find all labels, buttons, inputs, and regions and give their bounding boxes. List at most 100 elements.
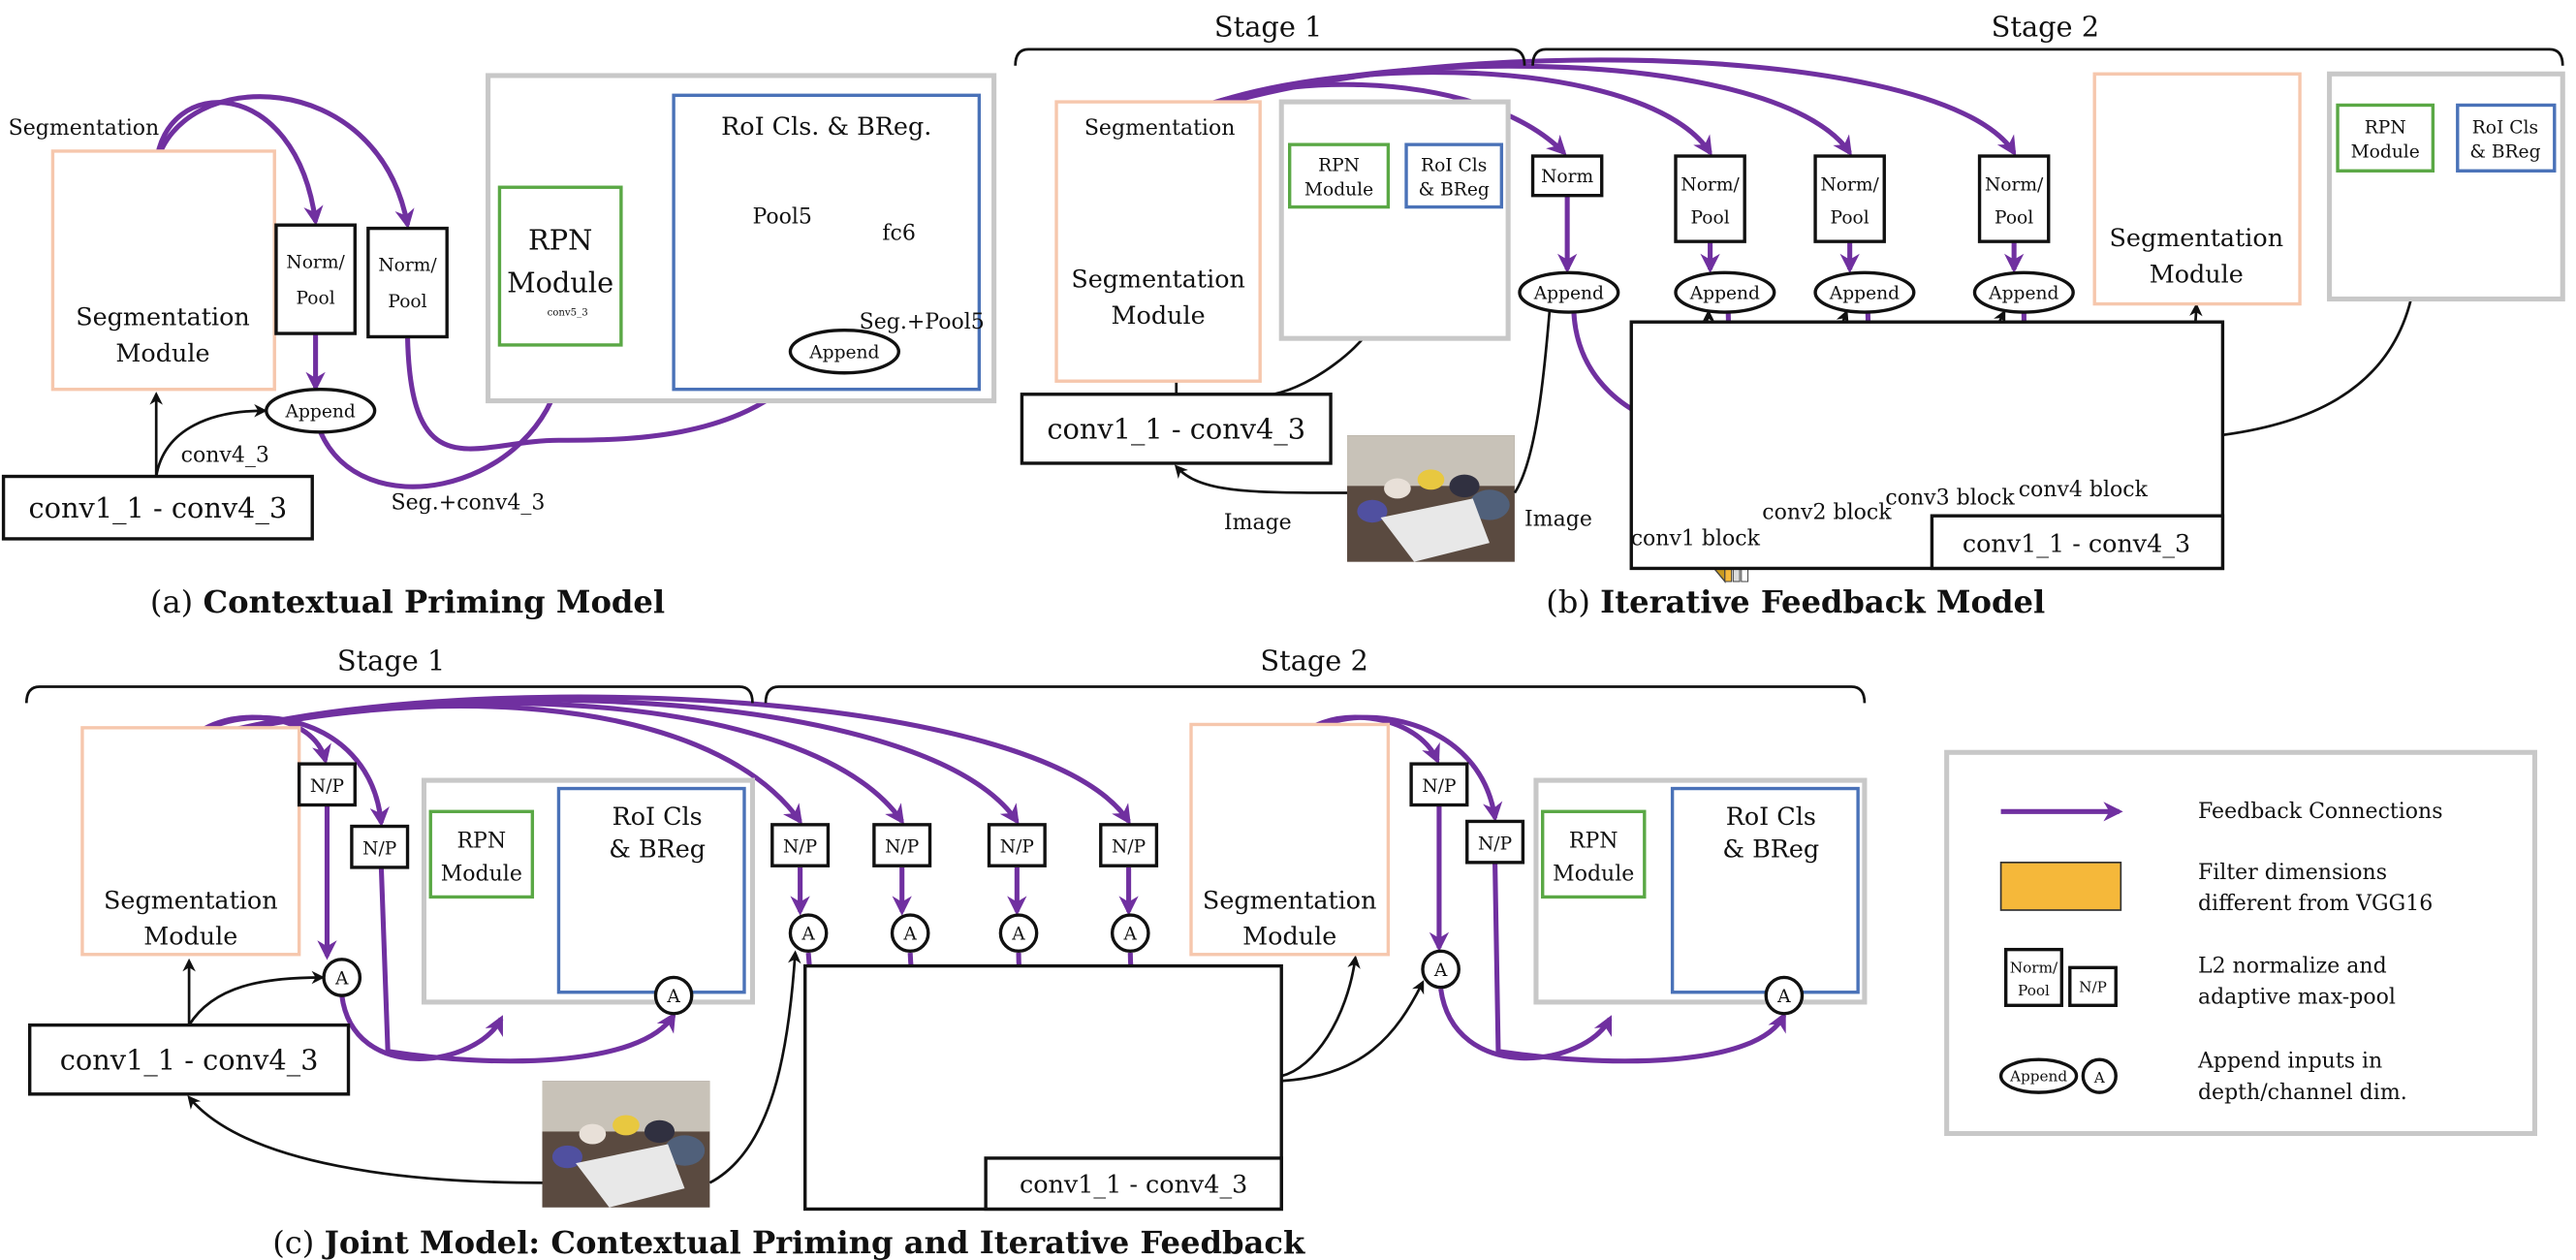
roi-head-box: [2456, 103, 2557, 173]
stage1-label: Stage 1: [1214, 10, 1322, 43]
arrow: [187, 970, 326, 1026]
seg-module-label: Segmentation: [2110, 223, 2284, 252]
seg-module-label: Module: [115, 338, 209, 367]
norm-box: [1530, 154, 1604, 198]
image-label: Image: [1224, 511, 1292, 535]
norm-pool-box: [274, 223, 357, 335]
caption-c: (c) Joint Model: Contextual Priming and …: [272, 1224, 1305, 1260]
roi-label: RoI Cls: [1726, 802, 1816, 831]
append-icon-label: Append: [2009, 1067, 2067, 1085]
block-label: conv2 block: [1762, 501, 1892, 525]
image-label: Image: [1524, 507, 1592, 531]
rpn-label: RPN: [1569, 830, 1618, 854]
append-label: Append: [285, 402, 356, 423]
norm-label: Norm: [1541, 167, 1593, 187]
arrow: [1281, 980, 1425, 1083]
norm-label: Norm/: [1681, 175, 1740, 196]
block-label: conv1 block: [1631, 527, 1761, 551]
rpn-label: RPN: [1318, 155, 1360, 175]
append-label: Append: [1689, 283, 1760, 303]
norm-icon-label: Norm/: [2010, 959, 2058, 976]
conv-backbone-label: conv1_1 - conv4_3: [1020, 1170, 1247, 1200]
np-box: [770, 823, 831, 867]
a-label: A: [902, 924, 917, 944]
stage1-brace: [24, 685, 754, 704]
append-node: [1972, 270, 2075, 314]
seg-module-label: Segmentation: [76, 302, 250, 331]
feedback-arrow: [153, 100, 324, 226]
feedback-arrow: [1492, 862, 1787, 1064]
photo-person: [613, 1115, 640, 1136]
legend-append: Append inputs in: [2197, 1050, 2382, 1074]
norm-pool-box: [1977, 154, 2051, 243]
rpn-module-box: [428, 809, 535, 899]
np-label: N/P: [1478, 834, 1512, 854]
rpn-module-box: [2336, 103, 2435, 173]
fc6-label: fc6: [882, 221, 915, 245]
block-label: conv4 block: [2019, 478, 2149, 502]
np-box: [297, 762, 357, 807]
feedback-arrow: [1148, 57, 2017, 157]
a-icon: [2081, 1057, 2118, 1094]
norm-label: Norm/: [286, 252, 345, 272]
feedback-arrow: [318, 377, 564, 489]
np-icon-label: N/P: [2079, 979, 2107, 996]
detector-container: [1278, 99, 1511, 341]
roi-label: & BReg: [609, 835, 706, 864]
pool-label: Pool: [1995, 208, 2033, 229]
input-image: [542, 1081, 710, 1208]
segmentation-module-box: [50, 149, 276, 392]
roi-label: & BReg: [2469, 142, 2540, 163]
segmentation-module-box: [1054, 100, 1262, 383]
conv-backbone-label: conv1_1 - conv4_3: [1047, 413, 1305, 446]
block-label: conv3 block: [1885, 486, 2015, 510]
append-label: Append: [1829, 283, 1900, 303]
a-label: A: [1776, 987, 1791, 1007]
a-icon-label: A: [2093, 1069, 2106, 1087]
filter-swatch: [1999, 861, 2122, 911]
conv-backbone-box: [28, 1023, 351, 1096]
caption-b: (b) Iterative Feedback Model: [1546, 583, 2045, 620]
norm-pool-box: [366, 226, 449, 339]
np-box: [987, 823, 1047, 867]
stage1-brace: [1014, 47, 1526, 66]
conv-backbone-box: [1, 474, 314, 541]
rpn-module-box: [1541, 809, 1647, 899]
np-label: N/P: [1112, 837, 1146, 858]
a-label: A: [334, 968, 349, 989]
pool-label: Pool: [297, 289, 335, 309]
append-node: [265, 388, 377, 434]
conv-backbone-box: [1020, 393, 1333, 465]
photo-person: [664, 1135, 706, 1166]
roi-label: & BReg: [1419, 180, 1490, 201]
legend-norm: L2 normalize and: [2198, 954, 2387, 978]
append-label: Append: [1533, 283, 1604, 303]
append-icon: [1998, 1057, 2079, 1094]
roi-label: RoI Cls. & BReg.: [721, 111, 931, 141]
norm-label: Norm/: [1820, 175, 1879, 196]
arrow: [187, 1095, 543, 1184]
roi-head-box: [556, 786, 746, 994]
legend: Feedback Connections Filter dimensions d…: [1944, 749, 2537, 1137]
photo-person: [551, 1145, 582, 1169]
photo-person: [1384, 478, 1411, 499]
roi-label: & BReg: [1722, 835, 1819, 864]
np-label: N/P: [1422, 776, 1456, 797]
seg-module-label: Module: [1242, 922, 1336, 951]
photo-person: [579, 1123, 607, 1145]
conv-backbone-label: conv1_1 - conv4_3: [60, 1043, 319, 1076]
rpn-label: Module: [2351, 142, 2420, 163]
photo-person: [1449, 474, 1480, 498]
append-label: Append: [808, 342, 879, 362]
segmentation-module-box-2: [2092, 72, 2302, 306]
norm-pool-box: [1813, 154, 1886, 243]
caption-a: (a) Contextual Priming Model: [150, 583, 665, 620]
seg-module-label: Segmentation: [1203, 885, 1377, 914]
seg-module-label: Segmentation: [1071, 265, 1245, 294]
append-node: [1674, 270, 1776, 314]
arrow: [154, 403, 267, 477]
segmentation-module-box-2: [1189, 722, 1391, 957]
input-image: [1347, 435, 1515, 562]
np-label: N/P: [1000, 837, 1034, 858]
np-label: N/P: [783, 837, 817, 858]
